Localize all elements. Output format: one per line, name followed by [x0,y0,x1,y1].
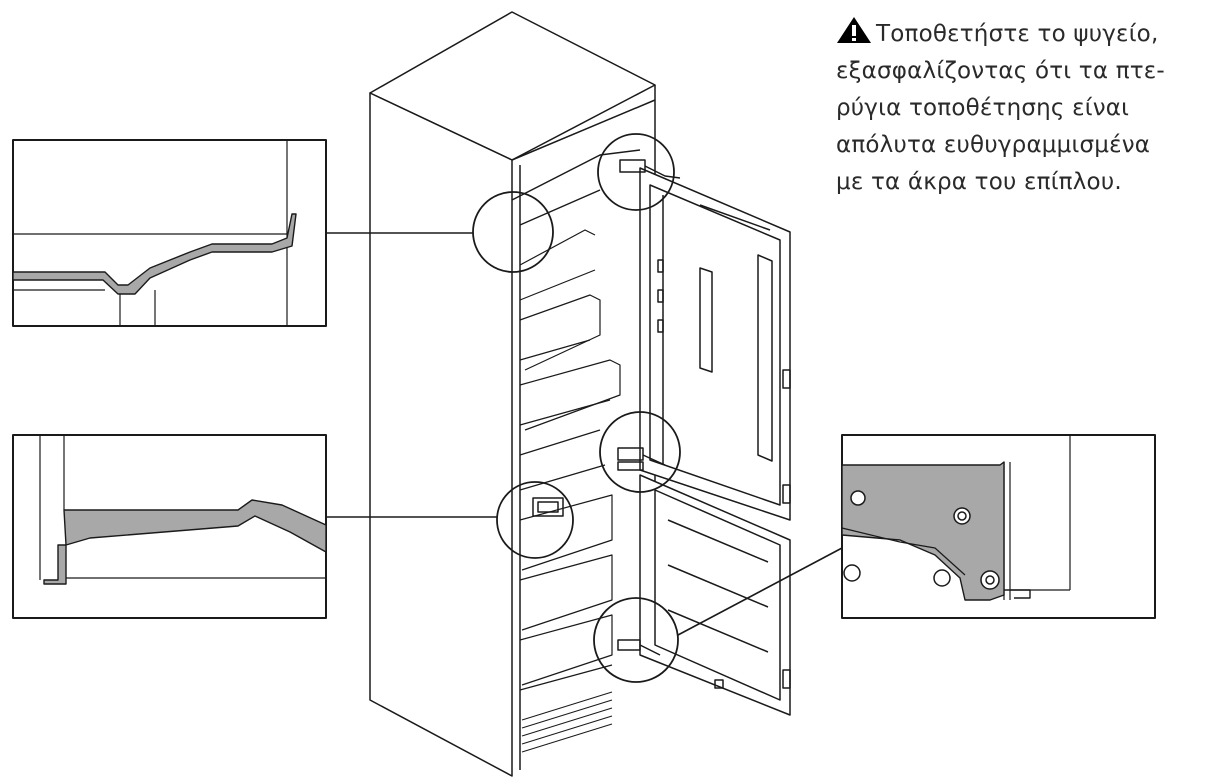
hinge-top [619,159,681,179]
screw-hole-6 [980,570,1000,590]
detail-box-bottom-flange [12,434,327,619]
magnifier-circle-clip [496,481,574,559]
instruction-line-5: με τα άκρα του επίπλου. [836,169,1122,195]
screw-hole-3 [957,511,967,521]
hinge-middle [617,447,666,471]
detail-box-top-flange [12,139,327,327]
instruction-line-1: Τοποθετήστε το ψυγείο, [836,16,1206,53]
furniture-cabinet [369,11,656,777]
magnifier-circle-bottom-hinge [593,597,679,683]
mounting-clip [532,497,564,517]
hinge-bottom [617,639,661,656]
instruction-line-4: απόλυτα ευθυγραμμισμένα [836,132,1151,158]
instruction-line-3: ρύγια τοποθέτησης είναι [836,95,1130,121]
magnifier-circle-top-flange [472,191,554,273]
screw-hole-4 [843,564,861,582]
screw-hole-5 [933,569,951,587]
magnifier-circle-top-hinge [597,133,675,211]
magnifier-circle-middle-hinge [599,411,681,493]
warning-triangle-icon [837,17,871,43]
instruction-text-1: Τοποθετήστε το ψυγείο, [876,21,1159,47]
upper-door [639,167,791,521]
screw-hole-2 [953,507,971,525]
screw-hole-1 [850,490,866,506]
instruction-line-2: εξασφαλίζοντας ότι τα πτε- [836,58,1165,84]
leader-line-right [677,547,843,636]
lower-door [639,474,791,716]
detail-box-hinge [841,434,1156,619]
screw-hole-7 [985,575,995,585]
installation-instruction: Τοποθετήστε το ψυγείο, εξασφαλίζοντας ότ… [836,16,1206,201]
